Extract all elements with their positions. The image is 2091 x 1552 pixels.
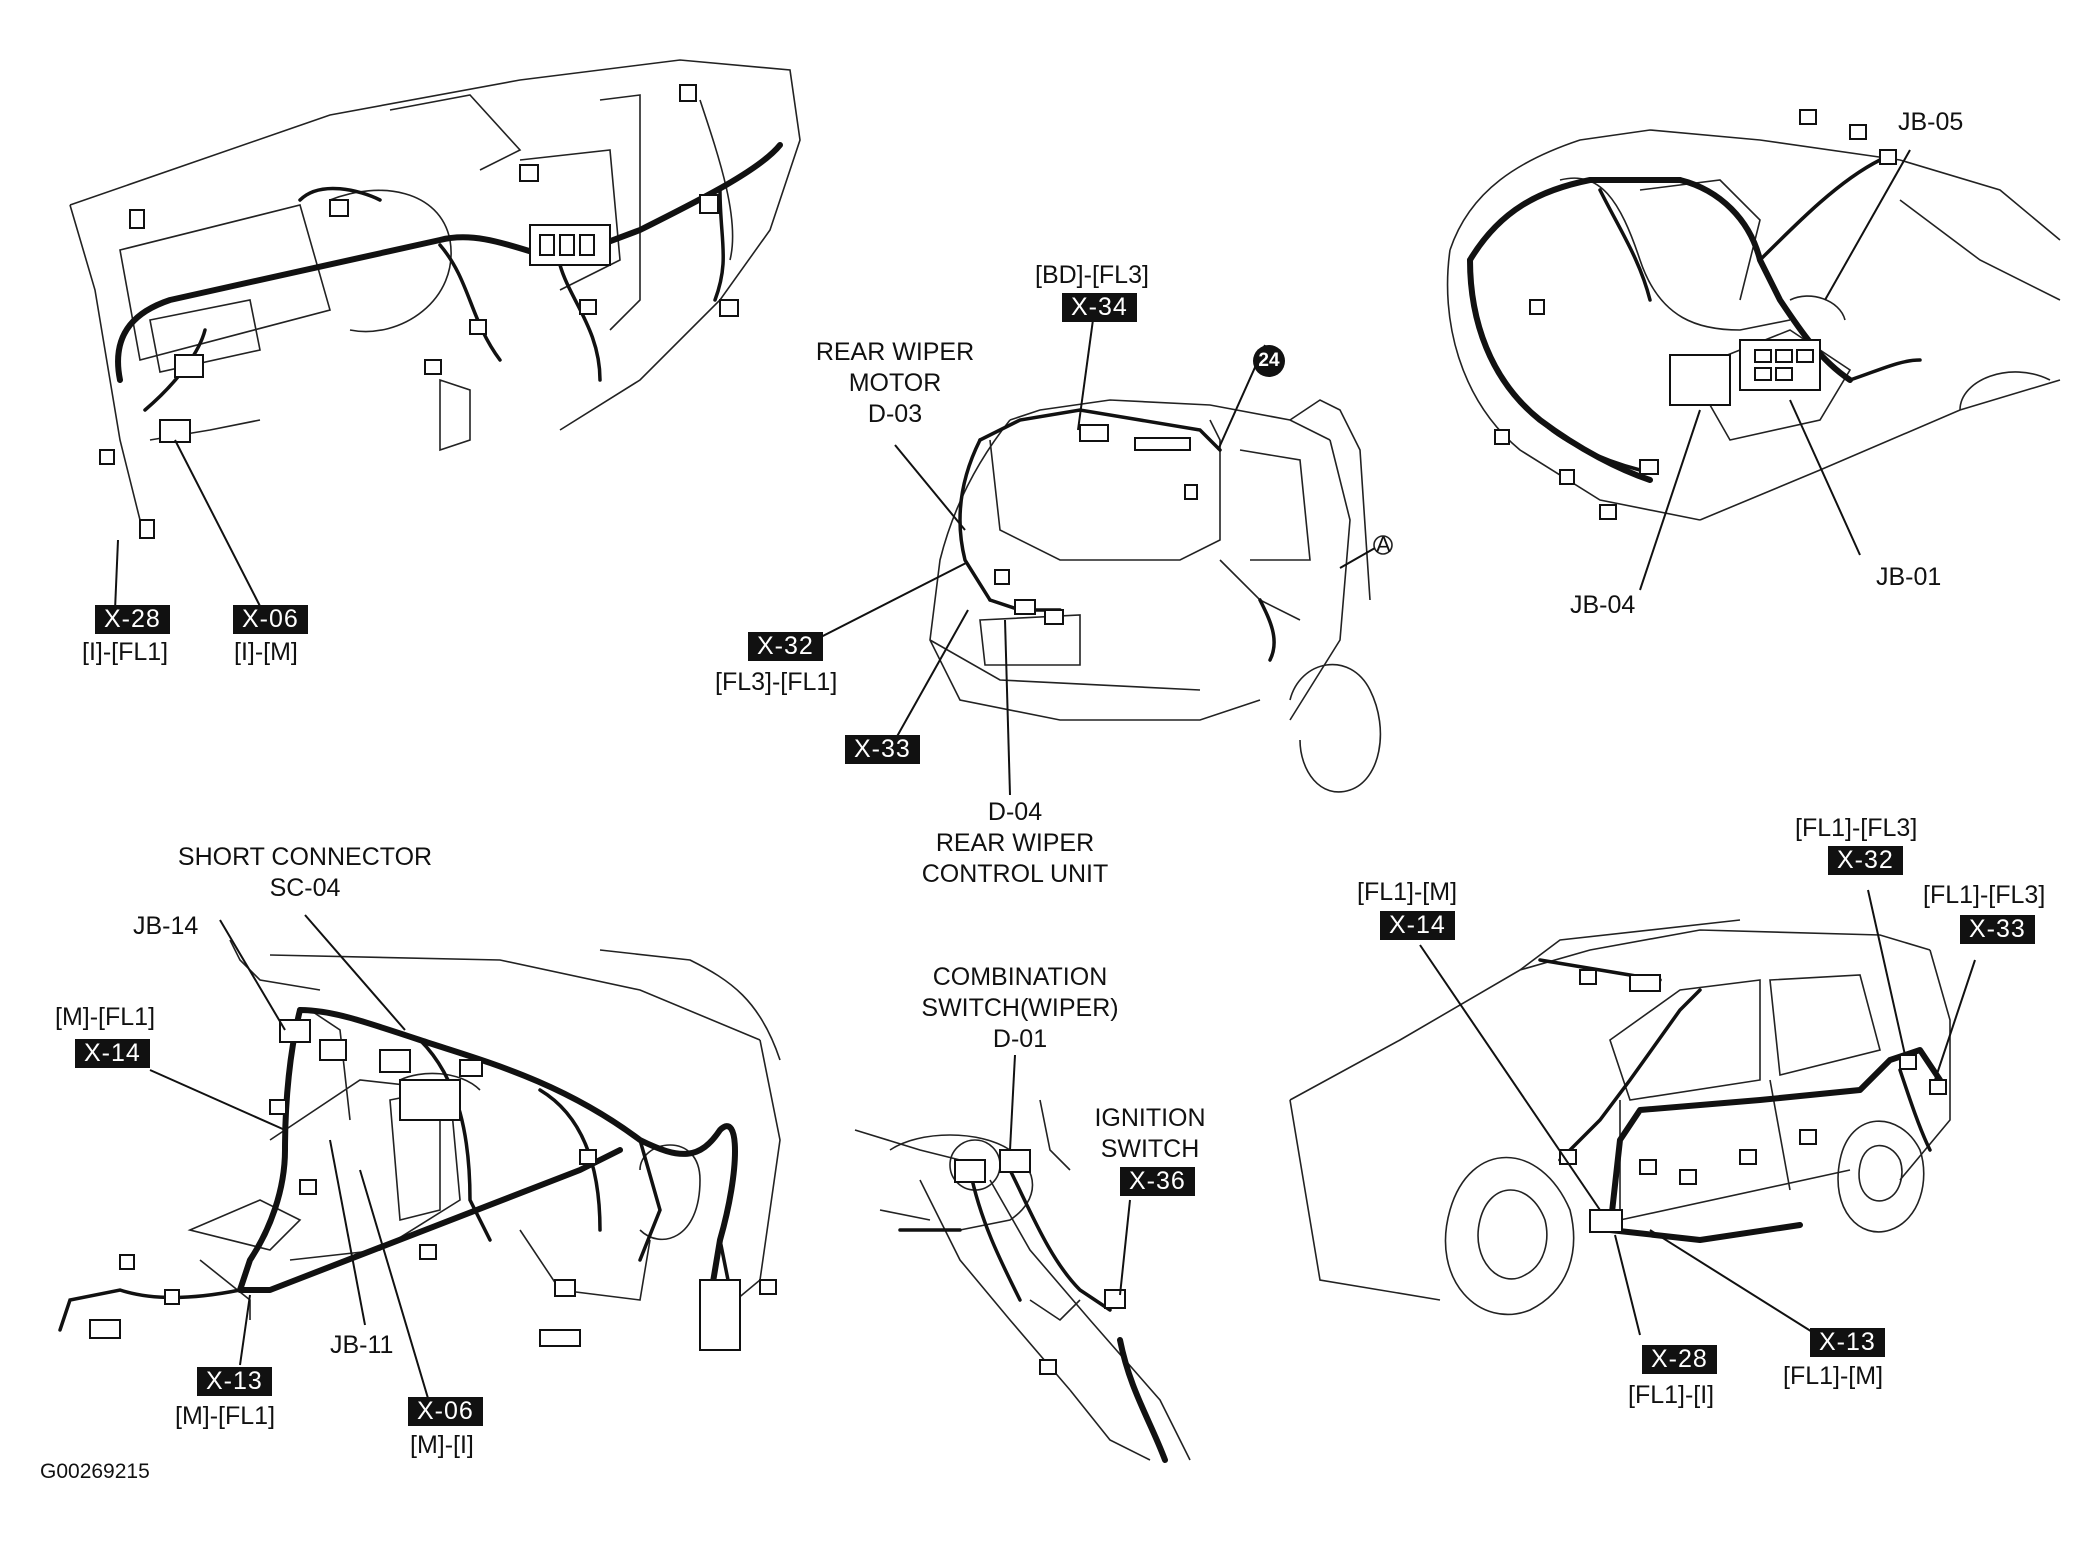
combination-switch-line3: D-01: [992, 1025, 1048, 1053]
x14-vs-sub: [FL1]-[M]: [1357, 878, 1458, 906]
rear-wiper-control-label: D-04 REAR WIPER CONTROL UNIT: [900, 797, 1130, 890]
x32-vs-tag: X-32: [1828, 846, 1903, 875]
detail-ref-label: A: [1376, 532, 1391, 557]
jb05-label: JB-05: [1898, 108, 1964, 136]
rear-liftgate-drawing: [814, 304, 1393, 796]
x13-vs-sub: [FL1]-[M]: [1783, 1362, 1884, 1390]
rear-wiper-control-line2: REAR WIPER: [935, 829, 1095, 857]
x13-bl-tag: X-13: [197, 1367, 272, 1396]
x33-tag: X-33: [845, 735, 920, 764]
ignition-switch-line1: IGNITION: [1094, 1104, 1206, 1132]
figure-id: G00269215: [40, 1460, 150, 1483]
x06-tag: X-06: [233, 605, 308, 634]
x32-sub: [FL3]-[FL1]: [715, 668, 838, 696]
x33-vs-tag: X-33: [1960, 915, 2035, 944]
ignition-switch-line2: SWITCH: [1100, 1135, 1200, 1163]
x06-sub: [I]-[M]: [234, 638, 298, 666]
x14-bl-tag: X-14: [75, 1039, 150, 1068]
vehicle-side-drawing: [1289, 889, 1976, 1341]
combination-switch-label: COMBINATION SWITCH(WIPER) D-01: [905, 962, 1135, 1055]
engine-bay-drawing: [1446, 109, 2061, 591]
rear-wiper-control-line3: CONTROL UNIT: [921, 860, 1109, 888]
jb14-label: JB-14: [133, 912, 199, 940]
x28-vs-sub: [FL1]-[I]: [1628, 1381, 1715, 1409]
x28-tag: X-28: [95, 605, 170, 634]
short-connector-line1: SHORT CONNECTOR: [177, 843, 433, 871]
x28-vs-tag: X-28: [1642, 1345, 1717, 1374]
ignition-switch-label: IGNITION SWITCH: [1075, 1103, 1225, 1165]
combination-switch-line1: COMBINATION: [932, 963, 1108, 991]
jb01-label: JB-01: [1876, 563, 1942, 591]
jb11-label: JB-11: [330, 1331, 394, 1359]
x28-sub: [I]-[FL1]: [82, 638, 169, 666]
short-connector-line2: SC-04: [269, 874, 341, 902]
dashboard-top-drawing: [69, 59, 801, 611]
x13-vs-tag: X-13: [1810, 1328, 1885, 1357]
x06-bl-tag: X-06: [408, 1397, 483, 1426]
x36-tag: X-36: [1120, 1167, 1195, 1196]
combination-switch-line2: SWITCH(WIPER): [921, 994, 1119, 1022]
x34-sub: [BD]-[FL3]: [1035, 261, 1149, 289]
rear-wiper-motor-label: REAR WIPER MOTOR D-03: [795, 337, 995, 430]
x13-bl-sub: [M]-[FL1]: [175, 1402, 276, 1430]
short-connector-label: SHORT CONNECTOR SC-04: [165, 842, 445, 904]
x14-vs-tag: X-14: [1380, 911, 1455, 940]
x33-vs-sub: [FL1]-[FL3]: [1923, 881, 2046, 909]
rear-wiper-motor-line3: D-03: [867, 400, 923, 428]
steering-column-drawing: [854, 1054, 1191, 1463]
x34-tag: X-34: [1062, 293, 1137, 322]
x14-bl-sub: [M]-[FL1]: [55, 1003, 156, 1031]
rear-wiper-control-line1: D-04: [987, 798, 1043, 826]
x32-vs-sub: [FL1]-[FL3]: [1795, 814, 1918, 842]
rear-wiper-motor-line1: REAR WIPER: [815, 338, 975, 366]
dashboard-bottom-drawing: [58, 914, 781, 1406]
rear-wiper-motor-line2: MOTOR: [848, 369, 942, 397]
ground-point-badge: 24: [1253, 345, 1285, 377]
x32-tag: X-32: [748, 632, 823, 661]
jb04-label: JB-04: [1570, 591, 1636, 619]
x06-bl-sub: [M]-[I]: [410, 1431, 474, 1459]
